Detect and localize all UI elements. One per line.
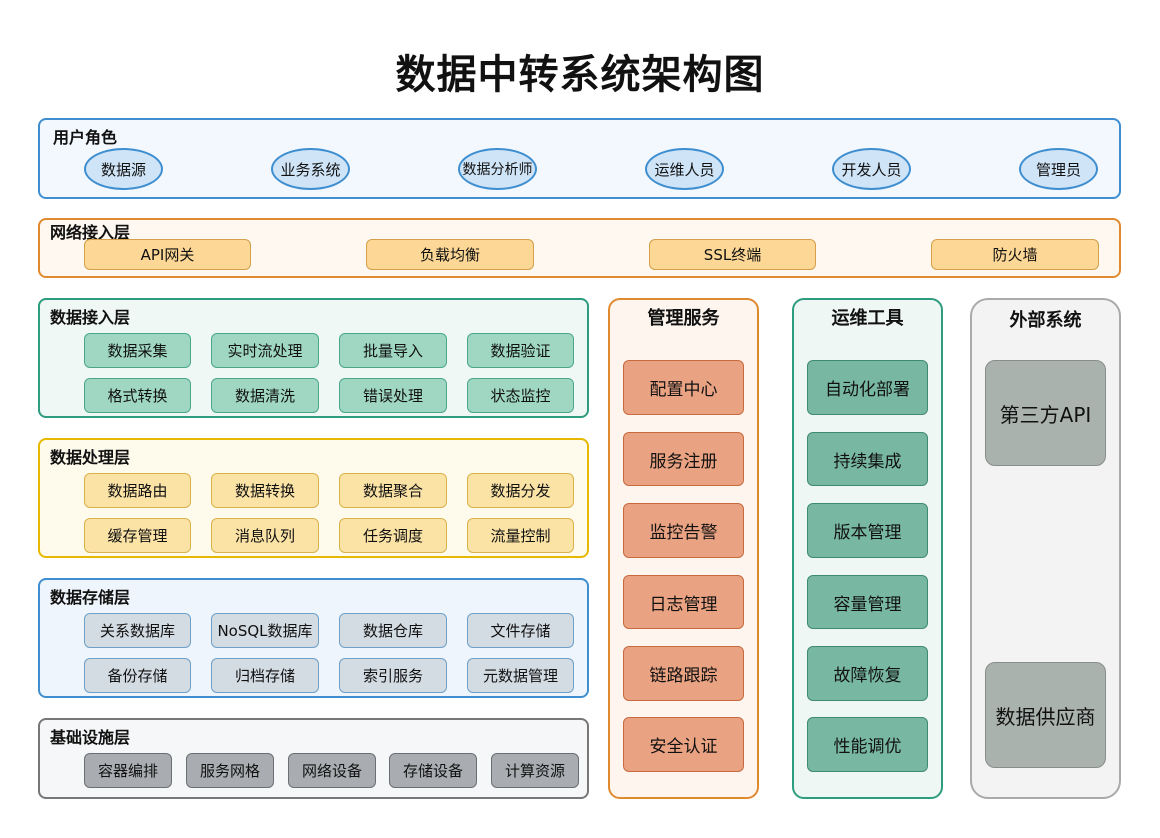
external-data-vendor: 数据供应商 [985,662,1106,768]
ingest-item-validate: 数据验证 [467,333,574,368]
role-developer: 开发人员 [832,148,911,190]
storage-item-warehouse: 数据仓库 [339,613,447,648]
proc-item-aggregate: 数据聚合 [339,473,447,508]
mgmt-tracing: 链路跟踪 [623,646,744,701]
storage-item-rdb: 关系数据库 [84,613,191,648]
role-ops-staff: 运维人员 [645,148,724,190]
proc-item-throttle: 流量控制 [467,518,574,553]
ingest-item-stream: 实时流处理 [211,333,319,368]
proc-item-schedule: 任务调度 [339,518,447,553]
ops-capacity: 容量管理 [807,575,928,629]
network-layer-label: 网络接入层 [50,223,131,242]
role-admin: 管理员 [1019,148,1098,190]
mgmt-service-registry: 服务注册 [623,432,744,486]
ssl-terminal-box: SSL终端 [649,239,816,270]
storage-item-backup: 备份存储 [84,658,191,693]
ingest-item-batch: 批量导入 [339,333,447,368]
firewall-box: 防火墙 [931,239,1099,270]
storage-item-archive: 归档存储 [211,658,319,693]
infra-item-network: 网络设备 [288,753,376,788]
storage-item-metadata: 元数据管理 [467,658,574,693]
user-roles-panel [38,118,1121,199]
ingest-item-clean: 数据清洗 [211,378,319,413]
ops-auto-deploy: 自动化部署 [807,360,928,415]
ingest-layer-label: 数据接入层 [50,308,131,327]
proc-item-transform: 数据转换 [211,473,319,508]
infra-layer-label: 基础设施层 [50,728,131,747]
storage-item-file: 文件存储 [467,613,574,648]
infra-item-mesh: 服务网格 [186,753,274,788]
mgmt-logging: 日志管理 [623,575,744,629]
infra-item-orchestration: 容器编排 [84,753,172,788]
mgmt-config-center: 配置中心 [623,360,744,415]
infra-item-storage: 存储设备 [389,753,477,788]
ops-ci: 持续集成 [807,432,928,486]
external-third-party-api: 第三方API [985,360,1106,466]
mgmt-alerting: 监控告警 [623,503,744,558]
mgmt-auth: 安全认证 [623,717,744,772]
ops-tuning: 性能调优 [807,717,928,772]
ingest-item-collect: 数据采集 [84,333,191,368]
role-data-source: 数据源 [84,148,163,190]
api-gateway-box: API网关 [84,239,251,270]
storage-layer-label: 数据存储层 [50,588,131,607]
role-data-analyst: 数据分析师 [458,148,537,190]
ops-version: 版本管理 [807,503,928,558]
ingest-item-format: 格式转换 [84,378,191,413]
ops-recovery: 故障恢复 [807,646,928,701]
storage-item-index: 索引服务 [339,658,447,693]
infra-item-compute: 计算资源 [491,753,579,788]
proc-item-route: 数据路由 [84,473,191,508]
role-business-system: 业务系统 [271,148,350,190]
user-roles-label: 用户角色 [53,128,118,147]
proc-item-queue: 消息队列 [211,518,319,553]
ingest-item-error: 错误处理 [339,378,447,413]
external-label: 外部系统 [1009,310,1082,331]
processing-layer-label: 数据处理层 [50,448,131,467]
proc-item-distribute: 数据分发 [467,473,574,508]
ops-label: 运维工具 [831,308,904,329]
page-title: 数据中转系统架构图 [395,52,765,98]
proc-item-cache: 缓存管理 [84,518,191,553]
load-balancer-box: 负载均衡 [366,239,534,270]
storage-item-nosql: NoSQL数据库 [211,613,319,648]
management-label: 管理服务 [647,308,720,329]
ingest-item-monitor: 状态监控 [467,378,574,413]
